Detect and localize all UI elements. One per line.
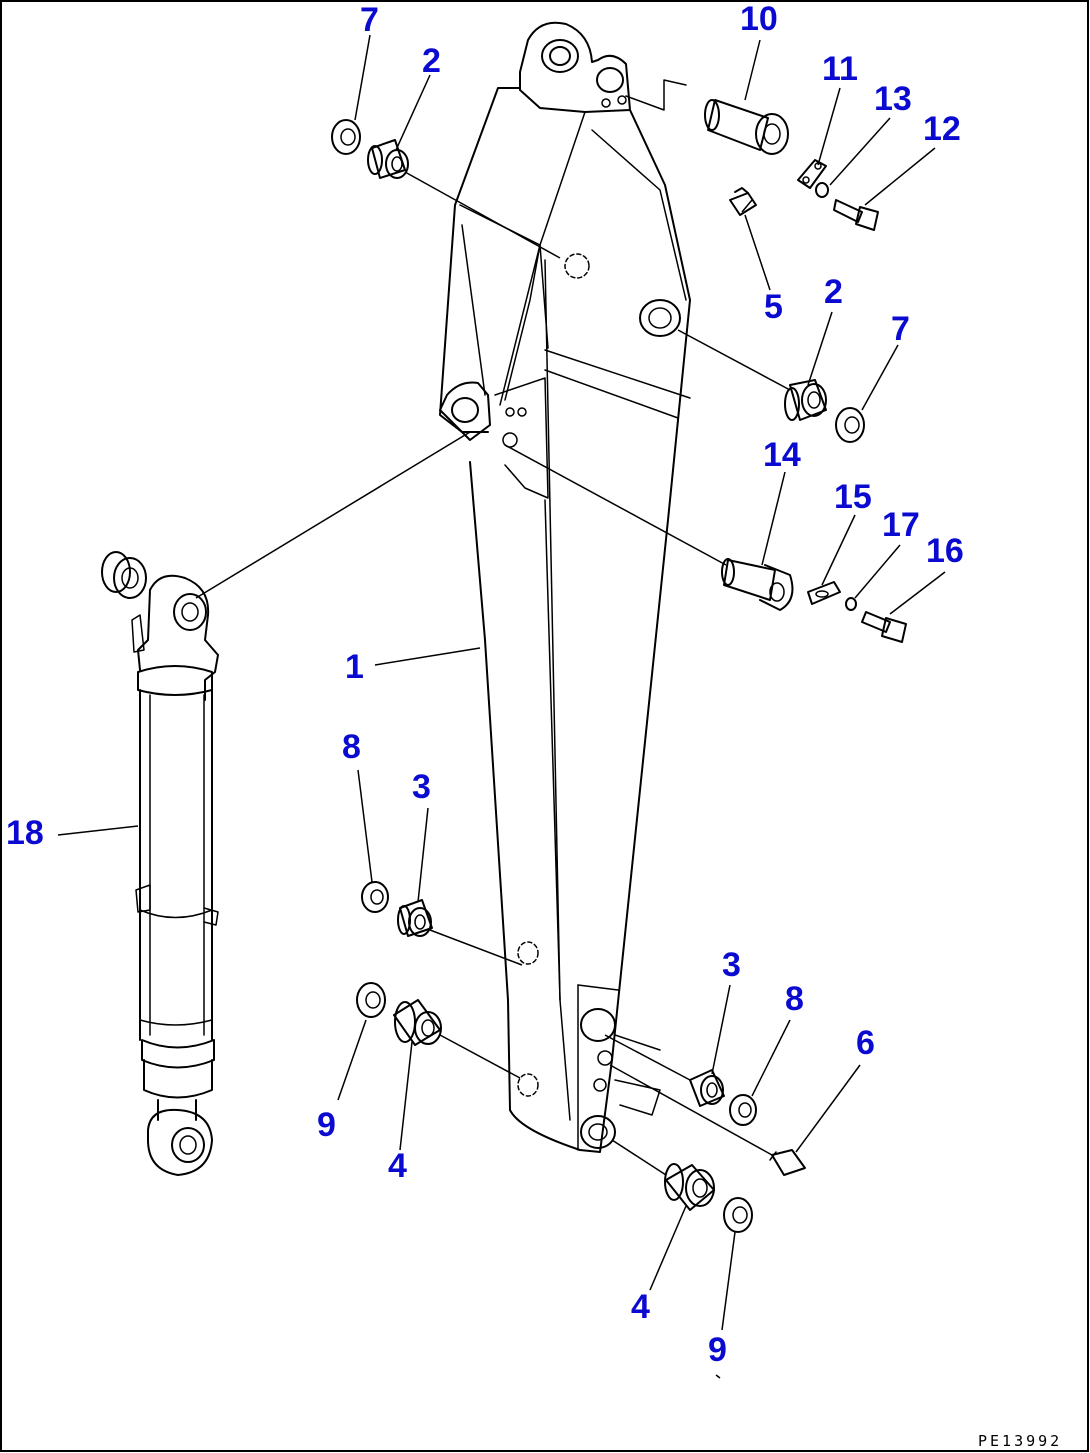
bushing-part-4-left (393, 999, 442, 1046)
bushing-part-3-left (397, 899, 433, 937)
callout-4-right: 4 (631, 1288, 650, 1326)
callout-17: 17 (882, 506, 920, 544)
bolt-part-12 (833, 199, 879, 231)
seal-part-9-right (723, 1197, 753, 1233)
cylinder-part-18 (101, 551, 219, 1176)
callout-8-left: 8 (342, 728, 361, 766)
callout-16: 16 (926, 532, 964, 570)
callout-7-lower: 7 (891, 310, 910, 348)
callout-14: 14 (763, 436, 801, 474)
arm-part-1 (439, 21, 691, 1153)
bushing-part-2-upper (367, 139, 409, 179)
grease-fitting-part-6 (769, 1149, 806, 1176)
assembly-lines (195, 171, 791, 1176)
pin-part-10 (704, 99, 789, 155)
washer-part-17 (845, 597, 857, 611)
callout-15: 15 (834, 478, 872, 516)
washer-part-13 (815, 182, 829, 198)
bushing-part-2-lower (784, 379, 827, 421)
plate-part-15 (807, 581, 841, 605)
callout-3-right: 3 (722, 946, 741, 984)
callout-12: 12 (923, 110, 961, 148)
callout-9-right: 9 (708, 1331, 727, 1369)
callout-18: 18 (6, 814, 44, 852)
callout-1: 1 (345, 648, 364, 686)
seal-part-8-left (361, 881, 389, 913)
callout-2-upper: 2 (422, 42, 441, 80)
grease-fitting-part-5 (729, 187, 757, 216)
seal-part-7-lower (835, 407, 865, 443)
callout-2-lower: 2 (824, 273, 843, 311)
callout-8-right: 8 (785, 980, 804, 1018)
callout-9-left: 9 (317, 1106, 336, 1144)
callout-10: 10 (740, 0, 778, 38)
callout-3-left: 3 (412, 768, 431, 806)
seal-part-7-upper (331, 119, 361, 155)
callout-7-upper: 7 (360, 1, 379, 39)
callout-13: 13 (874, 80, 912, 118)
plate-part-11 (797, 159, 827, 189)
callout-6: 6 (856, 1024, 875, 1062)
bolt-part-16 (861, 611, 907, 643)
seal-part-9-left (356, 982, 386, 1018)
callout-4-left: 4 (388, 1147, 407, 1185)
pin-part-14 (721, 558, 794, 611)
callout-5: 5 (764, 288, 783, 326)
callout-labels: 1 2 2 3 3 4 4 5 6 7 7 8 8 9 9 10 11 12 1… (6, 0, 964, 1369)
seal-part-8-right (729, 1094, 757, 1126)
callout-leaders (57, 34, 946, 1379)
bushing-part-3-right (689, 1069, 725, 1107)
bushing-part-4-right (664, 1163, 715, 1211)
callout-11: 11 (822, 50, 858, 88)
drawing-code: PE13992 (978, 1432, 1062, 1450)
